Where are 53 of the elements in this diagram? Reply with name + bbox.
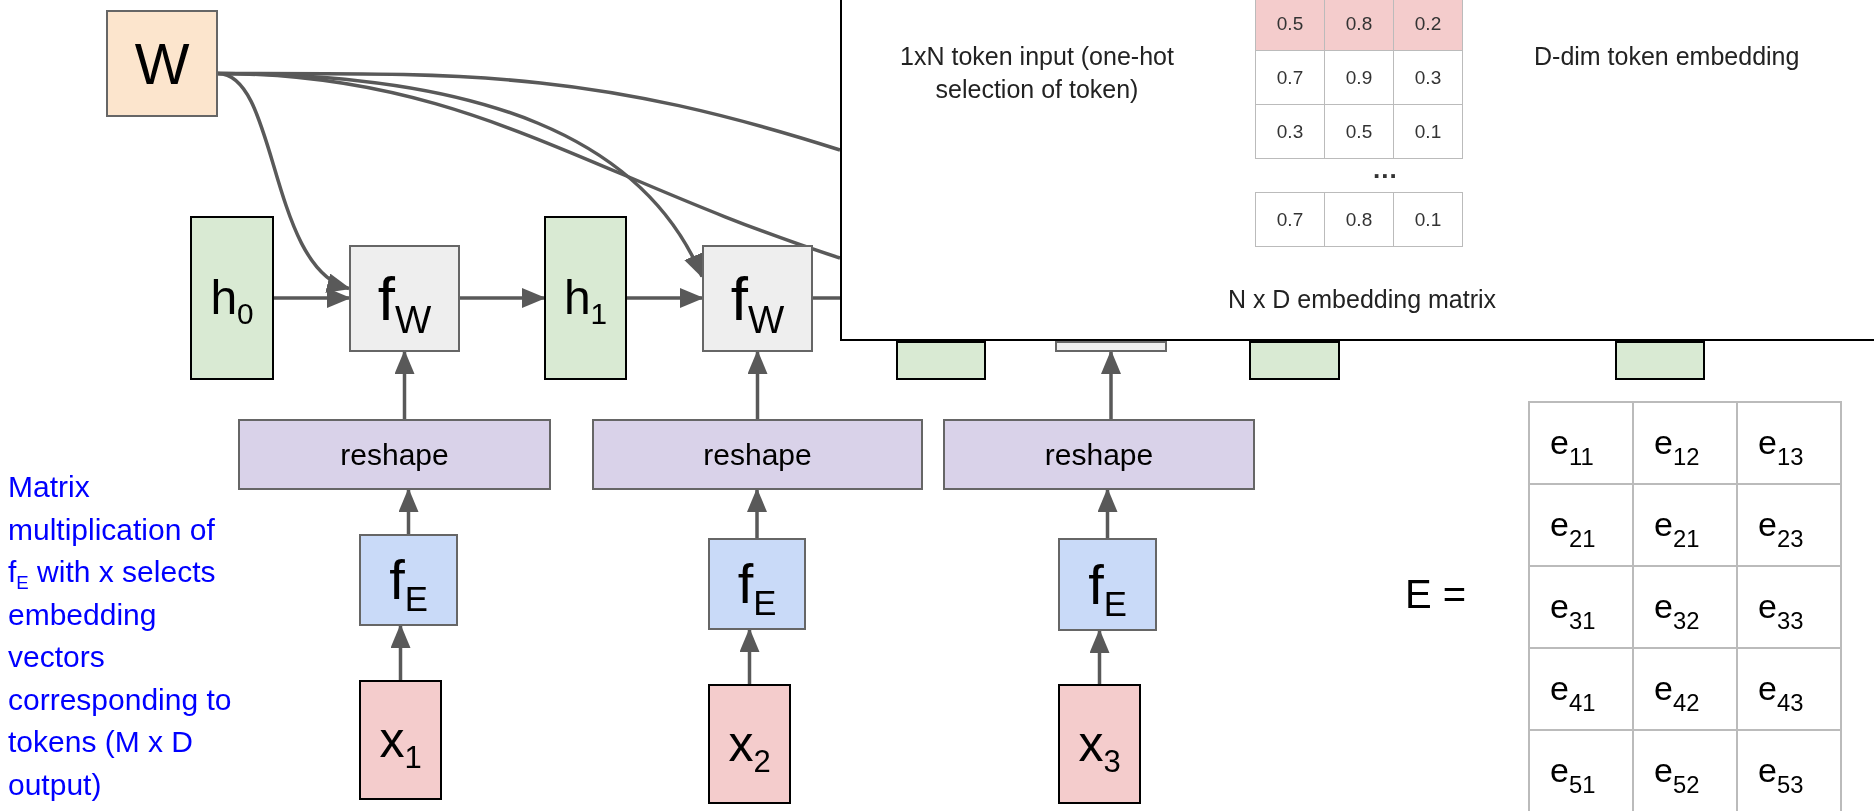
arrow bbox=[1097, 488, 1118, 538]
arrow bbox=[1089, 629, 1110, 684]
arrow bbox=[460, 288, 546, 308]
weight-box bbox=[106, 10, 218, 117]
arrow bbox=[747, 488, 767, 538]
node-label: reshape bbox=[703, 439, 812, 470]
node-label: h$_{0}$ bbox=[210, 274, 254, 322]
hidden-state-box bbox=[1615, 341, 1705, 380]
matrix-cell: 0.8 bbox=[1324, 0, 1394, 51]
function-box bbox=[1055, 341, 1167, 352]
matrix-cell: 0.5 bbox=[1255, 0, 1325, 51]
inset-panel bbox=[840, 0, 1874, 341]
arrow bbox=[739, 628, 760, 684]
matrix-cell: 0.1 bbox=[1393, 192, 1463, 247]
embedding-function-box bbox=[1058, 538, 1157, 631]
hidden-state-box bbox=[896, 341, 986, 380]
hidden-state-box bbox=[190, 216, 274, 380]
input-token-box bbox=[359, 680, 442, 800]
arrow bbox=[398, 488, 419, 534]
function-box bbox=[702, 245, 813, 352]
function-box bbox=[349, 245, 460, 352]
reshape-box bbox=[592, 419, 923, 490]
input-token-box bbox=[1058, 684, 1141, 804]
arrow bbox=[627, 288, 704, 308]
inset-caption: 1xN token input (one-hot selection of token) bbox=[899, 41, 1175, 105]
embedding-function-box bbox=[708, 538, 806, 630]
inset-caption: N x D embedding matrix bbox=[1226, 284, 1498, 315]
input-token-box bbox=[708, 684, 791, 804]
ellipsis: ... bbox=[1373, 156, 1398, 182]
node-label: reshape bbox=[1044, 439, 1154, 470]
matrix-cell: 0.2 bbox=[1393, 0, 1463, 51]
arrow bbox=[747, 350, 768, 419]
node-label: h$_{1}$ bbox=[563, 274, 608, 322]
arrow bbox=[390, 624, 411, 680]
arrow bbox=[394, 350, 415, 419]
embedding-function-box bbox=[359, 534, 458, 626]
reshape-box bbox=[943, 419, 1255, 490]
matrix-cell: 0.3 bbox=[1255, 104, 1325, 159]
hidden-state-box bbox=[544, 216, 627, 380]
equation-label: E = bbox=[1405, 572, 1467, 617]
node-label: reshape bbox=[340, 439, 449, 470]
matrix-cell: 0.8 bbox=[1324, 192, 1394, 247]
arrow bbox=[1101, 350, 1121, 419]
arrow bbox=[274, 288, 351, 308]
hidden-state-box bbox=[1249, 341, 1340, 380]
matrix-cell: 0.7 bbox=[1255, 192, 1325, 247]
node-label: W bbox=[134, 34, 190, 93]
annotation-text: Matrix multiplication of f$_{E}$ with x selects embedding vectors corresponding to tokens (M x D output) bbox=[8, 469, 233, 803]
reshape-box bbox=[238, 419, 551, 490]
matrix-cell: e$_{11}$ bbox=[1528, 401, 1634, 485]
matrix-cell: e$_{13}$ bbox=[1736, 401, 1842, 485]
inset-caption: D-dim token embedding bbox=[1534, 41, 1801, 72]
matrix-cell: 0.1 bbox=[1393, 104, 1463, 159]
